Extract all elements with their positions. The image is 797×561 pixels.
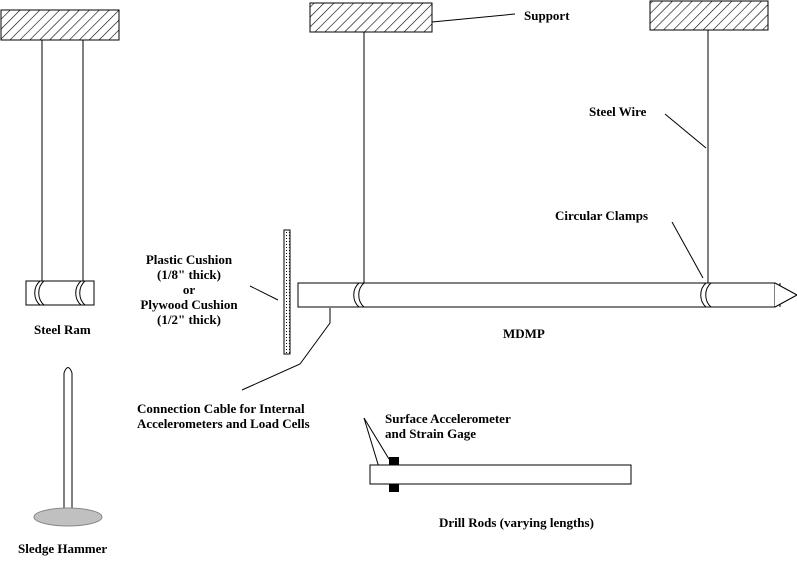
connection-cable-line2: Accelerometers and Load Cells — [137, 416, 310, 431]
or-label: or — [182, 282, 196, 297]
mdmp-label: MDMP — [503, 326, 545, 341]
support-right — [649, 0, 769, 31]
support-leader — [431, 13, 516, 23]
cushion-label-block: Plastic Cushion (1/8" thick) or Plywood … — [124, 252, 254, 327]
surface-accelerometer-top — [389, 457, 399, 465]
plastic-thickness-label: (1/8" thick) — [157, 267, 221, 282]
drill-rods-label: Drill Rods (varying lengths) — [439, 515, 594, 530]
drill-rod — [369, 464, 632, 485]
surface-accel-line2: and Strain Gage — [385, 426, 477, 441]
support-left — [0, 9, 120, 41]
circular-clamps-label: Circular Clamps — [555, 208, 649, 223]
sledge-hammer-head — [33, 507, 103, 527]
sledge-hammer-handle — [63, 367, 73, 510]
strain-gage-bottom — [389, 484, 399, 492]
connection-cable-label: Connection Cable for Internal Accelerome… — [137, 401, 310, 431]
mdmp-body — [297, 282, 776, 308]
surface-accelerometer-label: Surface Accelerometer and Strain Gage — [385, 411, 511, 441]
steel-ram — [25, 280, 95, 306]
circular-clamps-leader — [671, 221, 704, 279]
connection-cable-line1: Connection Cable for Internal — [137, 401, 305, 416]
surface-accel-line1: Surface Accelerometer — [385, 411, 511, 426]
steel-ram-label: Steel Ram — [34, 322, 91, 337]
steel-wire-label: Steel Wire — [589, 104, 647, 119]
mdmp-clamp-right — [700, 282, 712, 308]
sledge-hammer-label: Sledge Hammer — [18, 541, 108, 556]
cushion-plate — [283, 229, 291, 355]
surface-accel-leader-upper — [363, 417, 390, 460]
connection-cable — [241, 308, 331, 391]
plywood-cushion-label: Plywood Cushion — [140, 297, 238, 312]
plastic-cushion-label: Plastic Cushion — [145, 252, 233, 267]
support-middle — [309, 2, 433, 33]
mdmp-cone-tip — [774, 282, 797, 308]
cushion-leader — [249, 285, 279, 301]
support-label: Support — [524, 8, 570, 23]
ram-clamp-left — [34, 280, 45, 306]
plywood-thickness-label: (1/2" thick) — [157, 312, 221, 327]
ram-clamp-right — [75, 280, 86, 306]
mdmp-clamp-left — [353, 282, 365, 308]
steel-wire-leader — [664, 113, 707, 149]
